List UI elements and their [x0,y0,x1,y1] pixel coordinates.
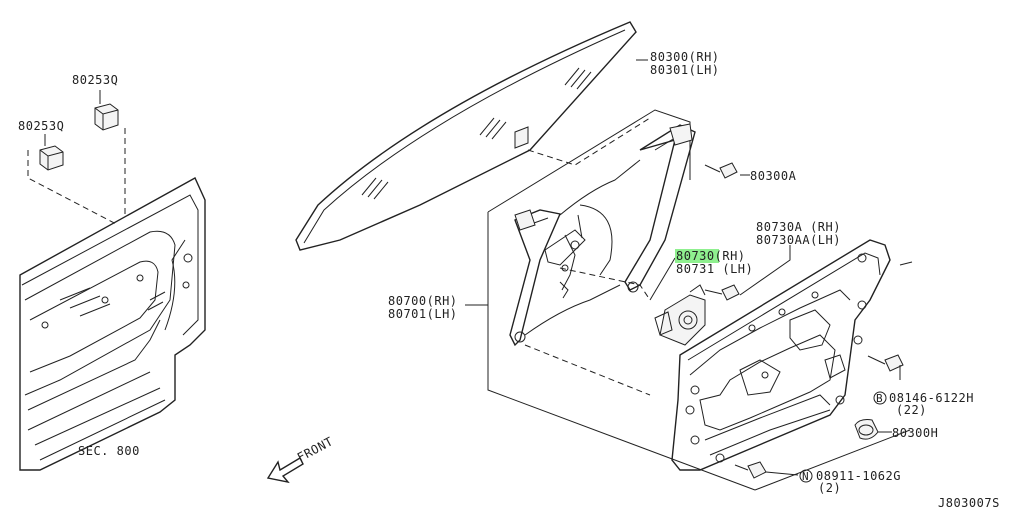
highlight-80730 [675,249,719,263]
label-motor-rh-a: 80730A (RH) [756,220,841,234]
grommet-80300h [854,419,879,440]
label-clip-left: 80253Q [18,119,64,133]
window-regulator [509,123,696,347]
nut-symbol-letter: N [802,470,809,483]
label-nut-08911-qty: (2) [818,481,841,495]
regulator-motor [654,284,706,346]
bolt-08146 [867,354,904,372]
label-front: FRONT [295,434,336,464]
label-clip-top: 80253Q [72,73,118,87]
label-motor-lh: 80731 (LH) [676,262,753,276]
label-bolt-08146: 08146-6122H [889,391,974,405]
diagram-id: J803007S [938,496,1000,510]
clip-left [39,145,64,171]
label-motor-rh: 80730(RH) [676,249,746,263]
door-shell [19,177,206,471]
window-glass [295,21,637,251]
clip-top [94,103,119,131]
label-regulator-lh: 80701(LH) [388,307,458,321]
bolt-80730a [704,284,740,301]
bolt-symbol-icon [873,391,887,405]
label-glass-lh: 80301(LH) [650,63,720,77]
label-regulator-rh: 80700(RH) [388,294,458,308]
label-bolt-08146-qty: (22) [896,403,927,417]
nut-symbol-icon [799,469,813,483]
label-motor-lh-aa: 80730AA(LH) [756,233,841,247]
label-grommet: 80300H [892,426,938,440]
label-section-ref: SEC. 800 [78,444,140,458]
label-glass-rh: 80300(RH) [650,50,720,64]
front-arrow-icon [266,457,304,484]
label-nut-08911: 08911-1062G [816,469,901,483]
bolt-80300a [704,162,738,179]
door-module-panel [671,239,891,471]
label-bolt-80300a: 80300A [750,169,797,183]
bolt-symbol-letter: B [876,392,883,405]
nut-08911 [734,461,767,479]
